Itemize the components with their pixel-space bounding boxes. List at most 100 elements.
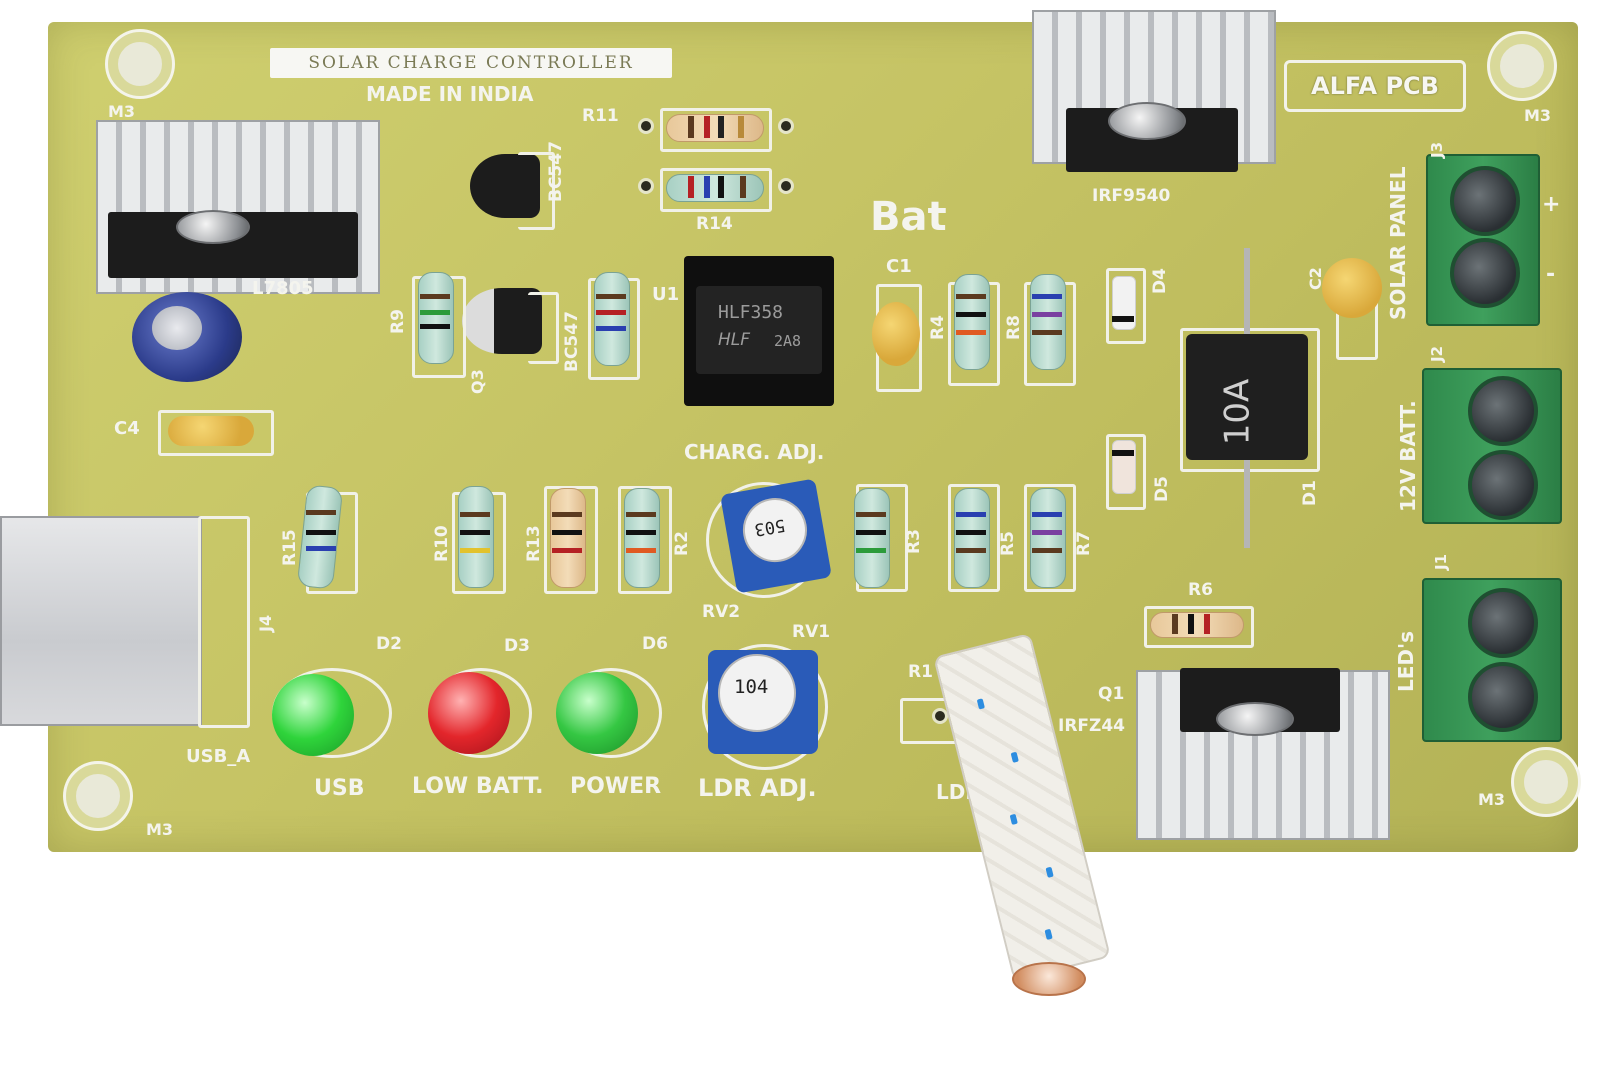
c1-capacitor: [872, 302, 920, 366]
r3-label: R3: [904, 529, 924, 554]
q1-label: Q1: [1098, 684, 1125, 704]
d2-label: D2: [376, 634, 402, 654]
board-title: SOLAR CHARGE CONTROLLER: [308, 53, 634, 73]
d5-label: D5: [1152, 476, 1172, 502]
r14-band: [704, 176, 710, 198]
battery-12v-label: 12V BATT.: [1396, 400, 1420, 512]
r14-band: [740, 176, 746, 198]
r4-band: [956, 294, 986, 299]
r11-band: [718, 116, 724, 138]
c4-label: C4: [114, 418, 140, 439]
mounting-hole-top-right: [1490, 34, 1554, 98]
r4-band: [956, 330, 986, 335]
usb-led-label: USB: [314, 776, 365, 801]
brand-logo: ALFA PCB: [1284, 60, 1466, 112]
j2-screw-plus[interactable]: [1468, 376, 1538, 446]
m3-label-bottom-left: M3: [146, 820, 174, 839]
r10-label: R10: [432, 525, 452, 562]
solar-minus-label: -: [1546, 262, 1556, 287]
r9-band: [420, 324, 450, 329]
d2-usb-led: [272, 674, 354, 756]
u1-ic-body: HLF358 HLF 2A8: [696, 286, 822, 374]
usb-a-outline: [198, 516, 250, 728]
d1-outline: [1180, 328, 1320, 472]
usb-a-connector[interactable]: [0, 516, 202, 726]
c1-label: C1: [886, 256, 912, 277]
d1-diode: 10A: [1186, 334, 1308, 460]
irf9540-label: IRF9540: [1092, 186, 1171, 206]
r9-band: [420, 310, 450, 315]
r10-band: [460, 530, 490, 535]
r13-label: R13: [524, 525, 544, 562]
r2-band: [626, 512, 656, 517]
r9-band: [420, 294, 450, 299]
r4-resistor: [954, 274, 990, 370]
r3-band: [856, 548, 886, 553]
r8-band: [1032, 312, 1062, 317]
q3-label: Q3: [468, 369, 487, 394]
d1-text: 10A: [1217, 378, 1258, 446]
r5-band: [956, 530, 986, 535]
r-mid-band: [596, 294, 626, 299]
d6-power-led: [556, 672, 638, 754]
r5-label: R5: [998, 531, 1018, 556]
pcb-board: M3 M3 M3 M3 SOLAR CHARGE CONTROLLER MADE…: [0, 10, 1578, 852]
d4-band: [1112, 316, 1134, 322]
ldr-sleeve-stitch: [1010, 751, 1019, 763]
c2-label: C2: [1306, 267, 1325, 290]
solar-plus-label: +: [1542, 192, 1561, 217]
r11-resistor: [666, 114, 764, 142]
r2-resistor: [624, 488, 660, 588]
r5-band: [956, 548, 986, 553]
r3-band: [856, 530, 886, 535]
j3-label: J3: [1428, 141, 1446, 158]
ldr-sleeve-stitch: [1009, 813, 1018, 825]
r7-outline: [1024, 484, 1076, 592]
r14-pad-right: [778, 178, 794, 194]
r14-band: [688, 176, 694, 198]
q3-outline: [528, 292, 559, 364]
bat-label: Bat: [870, 194, 947, 240]
j3-screw-minus[interactable]: [1450, 238, 1520, 308]
r11-label: R11: [582, 106, 619, 126]
r-mid-resistor: [594, 272, 630, 366]
r4-band: [956, 312, 986, 317]
j3-screw-plus[interactable]: [1450, 166, 1520, 236]
ldr-sleeve-stitch: [1044, 928, 1053, 940]
r10-resistor: [458, 486, 494, 588]
rv2-potentiometer[interactable]: 503: [720, 478, 832, 594]
r7-resistor: [1030, 488, 1066, 588]
j2-screw-minus[interactable]: [1468, 450, 1538, 520]
r10-band: [460, 548, 490, 553]
power-label: POWER: [570, 774, 662, 799]
j1-screw-2[interactable]: [1468, 662, 1538, 732]
r6-resistor: [1150, 612, 1244, 638]
r6-band: [1204, 614, 1210, 634]
irfz44-label: IRFZ44: [1058, 716, 1126, 736]
ldr-sleeve-stitch: [1045, 866, 1054, 878]
rv1-potentiometer[interactable]: 104: [708, 650, 818, 754]
r15-label: R15: [280, 529, 300, 566]
j1-screw-1[interactable]: [1468, 588, 1538, 658]
rv1-dial[interactable]: 104: [718, 654, 796, 732]
r2-label: R2: [672, 531, 692, 556]
r10-band: [460, 512, 490, 517]
ic-text-1: HLF358: [718, 302, 784, 323]
r6-outline: [1144, 606, 1254, 648]
m3-label-bottom-right: M3: [1478, 790, 1506, 809]
charg-adj-label: CHARG. ADJ.: [684, 440, 825, 464]
rv2-code: 503: [752, 514, 787, 540]
r11-band: [738, 116, 744, 138]
irf9540-screw: [1108, 102, 1186, 140]
r13-band: [552, 548, 582, 553]
r13-resistor: [550, 488, 586, 588]
r14-pad-left: [638, 178, 654, 194]
d4-label: D4: [1150, 268, 1170, 294]
leds-label: LED's: [1394, 630, 1418, 692]
ldr-sensor: [1012, 962, 1086, 996]
bc547-label-lower: BC547: [562, 311, 582, 372]
usb-a-label: USB_A: [186, 746, 251, 767]
r11-band: [704, 116, 710, 138]
rv2-dial[interactable]: 503: [737, 493, 813, 568]
mounting-hole-bottom-right: [1514, 750, 1578, 814]
